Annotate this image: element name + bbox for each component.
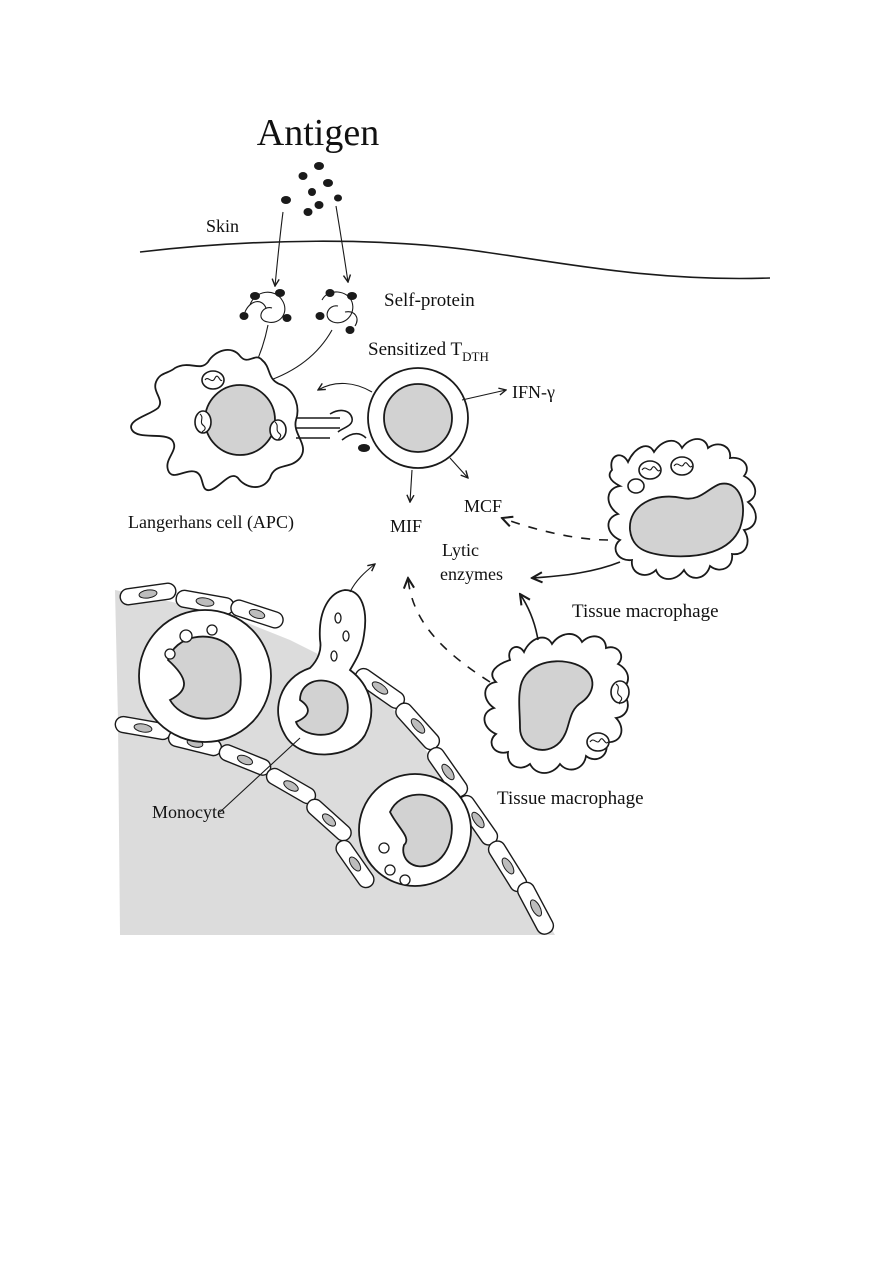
mcf-arrow	[449, 457, 468, 478]
mif-arrow	[410, 469, 412, 502]
lytic-enzymes-label-line2: enzymes	[440, 564, 503, 584]
antigen-label: Antigen	[257, 112, 379, 154]
vessel-wall-right	[354, 667, 555, 935]
vessel-wall-upper	[119, 582, 284, 629]
lower-macrophage-up-arrow	[520, 594, 539, 641]
antigen-presentation-synapse	[296, 409, 370, 452]
skin-label: Skin	[206, 216, 239, 236]
sensitized-tdth-label: Sensitized TDTH	[368, 339, 489, 364]
mcf-label: MCF	[464, 496, 502, 516]
langerhans-cell-label: Langerhans cell (APC)	[128, 512, 294, 533]
macrophage-to-mcf-dashed-arrow	[502, 518, 609, 541]
extravasating-monocyte	[277, 589, 373, 756]
vessel-monocyte-lower	[358, 773, 472, 887]
mif-label: MIF	[390, 516, 422, 536]
skin-surface-line	[139, 240, 771, 280]
tissue-macrophage-label-lower: Tissue macrophage	[497, 788, 644, 809]
monocyte-pointer-line	[219, 737, 301, 813]
tissue-macrophage-label-upper: Tissue macrophage	[572, 601, 719, 622]
antigen-arrow-left	[275, 211, 284, 286]
macrophage-lytic-arrow	[532, 561, 621, 578]
migration-dashed-arrow	[408, 578, 491, 683]
self-protein-complex-left	[239, 289, 292, 323]
ifn-gamma-label: IFN-γ	[512, 382, 555, 402]
ifn-arrow	[461, 390, 506, 401]
tcell-feedback-arrow	[318, 382, 373, 393]
lytic-enzymes-label-line1: Lytic	[442, 540, 479, 560]
monocyte-extravasation-arrow	[349, 564, 375, 593]
self-protein-label: Self-protein	[384, 290, 475, 311]
vessel-monocyte-left	[138, 609, 272, 743]
antigen-arrow-right	[335, 205, 348, 282]
self-protein-complex-right	[315, 289, 358, 334]
tissue-macrophage-upper	[607, 438, 757, 580]
monocyte-label: Monocyte	[152, 802, 225, 822]
blood-vessel	[114, 582, 555, 935]
tissue-macrophage-lower	[483, 633, 630, 774]
sensitized-t-cell	[367, 367, 469, 469]
langerhans-cell	[130, 349, 304, 491]
uptake-arrow-right	[265, 329, 333, 382]
antigen-particles	[281, 162, 342, 216]
